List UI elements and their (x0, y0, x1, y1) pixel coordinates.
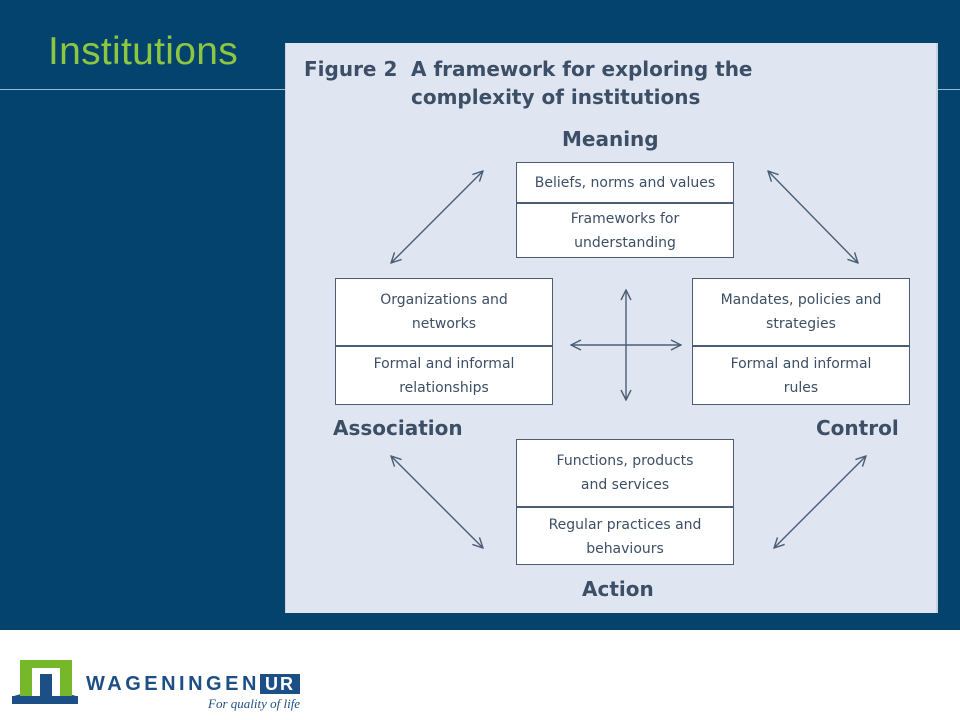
slide-title: Institutions (48, 30, 239, 73)
action-box-top: Functions, products and services (556, 453, 694, 493)
control-box-divider (693, 345, 909, 347)
logo-ur-badge (260, 674, 300, 694)
control-box: Mandates, policies and strategies Formal… (692, 278, 910, 405)
meaning-box-top: Beliefs, norms and values (534, 174, 716, 191)
label-association: Association (333, 416, 463, 440)
arrow-meaning-control (768, 171, 858, 263)
figure-label: Figure 2 (304, 57, 398, 81)
meaning-box-bottom: Frameworks for understanding (570, 211, 680, 251)
arrow-meaning-association (391, 171, 483, 263)
action-box-divider (517, 506, 733, 508)
label-action: Action (582, 577, 654, 601)
logo-wordmark: WAGENINGEN (86, 673, 260, 695)
logo-emblem-icon (12, 660, 78, 704)
arrows-layer (286, 43, 936, 613)
arrow-association-action (391, 456, 483, 548)
figure-caption-text: A framework for exploring the complexity… (411, 57, 753, 109)
meaning-box: Beliefs, norms and values Frameworks for… (516, 162, 734, 258)
association-box-divider (336, 345, 552, 347)
action-box-bottom: Regular practices and behaviours (548, 516, 702, 557)
control-box-top: Mandates, policies and strategies (720, 292, 882, 332)
meaning-box-divider (517, 202, 733, 204)
label-control: Control (816, 416, 899, 440)
association-box: Organizations and networks Formal and in… (335, 278, 553, 405)
logo-tagline: For quality of life (207, 696, 300, 711)
figure-panel: Figure 2 A framework for exploring the c… (285, 43, 938, 613)
action-box: Functions, products and services Regular… (516, 439, 734, 565)
control-box-bottom: Formal and informal rules (730, 356, 872, 396)
label-meaning: Meaning (562, 127, 659, 151)
association-box-top: Organizations and networks (380, 292, 508, 332)
logo-ur-text: UR (265, 674, 295, 694)
association-box-bottom: Formal and informal relationships (373, 356, 515, 396)
arrow-control-action (774, 456, 866, 548)
wageningen-logo: WAGENINGEN UR For quality of life (12, 660, 300, 711)
